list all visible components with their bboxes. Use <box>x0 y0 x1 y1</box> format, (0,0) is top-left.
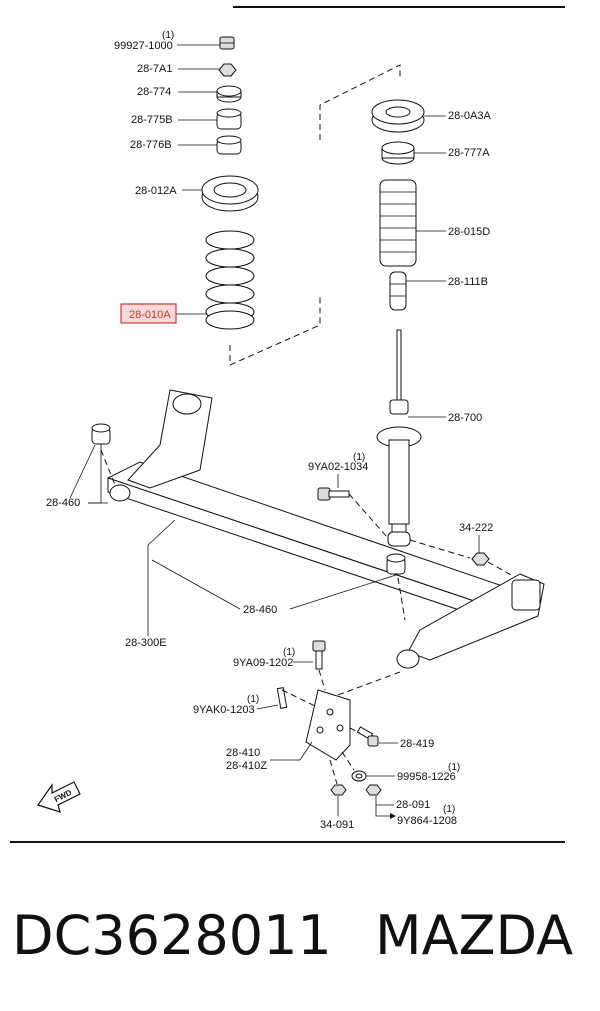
nut-34222-icon <box>471 552 490 566</box>
bolt-9ya02-icon <box>317 487 350 501</box>
bolt-9yak0-qty: (1) <box>247 694 259 705</box>
bushing-775b-icon <box>216 108 242 130</box>
nut-091-icon <box>365 784 382 796</box>
highlight-box <box>120 303 177 324</box>
nut-99927-label[interactable]: 99927-1000 <box>114 40 173 52</box>
seat-777a-icon <box>381 141 415 165</box>
bolt-9y864-label[interactable]: 9Y864-1208 <box>397 815 457 827</box>
bolt-9ya09-label[interactable]: 9YA09-1202 <box>233 657 293 669</box>
footer-brand: MAZDA <box>375 904 573 967</box>
dust-boot-icon <box>379 179 417 267</box>
nut-34091-icon <box>330 784 347 796</box>
nut-34091-label[interactable]: 34-091 <box>320 819 354 831</box>
boot-015d-label[interactable]: 28-015D <box>448 226 490 238</box>
bracket-410-label[interactable]: 28-410 <box>226 747 260 759</box>
bolt-9yak0-label[interactable]: 9YAK0-1203 <box>193 704 255 716</box>
washer-99958-qty: (1) <box>448 762 460 773</box>
bushing-775b-label[interactable]: 28-775B <box>131 114 173 126</box>
bumper-111b-label[interactable]: 28-111B <box>448 276 488 288</box>
bolt-9y864-qty: (1) <box>443 804 455 815</box>
nut-34222-label[interactable]: 34-222 <box>459 522 493 534</box>
bracket-410-icon <box>305 689 351 761</box>
mount-0a3a-label[interactable]: 28-0A3A <box>448 110 491 122</box>
spring-guide-dash <box>229 295 321 366</box>
washer-774-label[interactable]: 28-774 <box>137 86 171 98</box>
nut-7a1-icon <box>218 63 237 77</box>
fwd-arrow-icon <box>37 781 81 813</box>
bushing-460-left-icon <box>91 423 111 445</box>
bushing-460-right-icon <box>386 553 406 575</box>
bolt-9ya02-qty: (1) <box>353 452 365 463</box>
bolt-9ya09-qty: (1) <box>283 647 295 658</box>
bolt-9ya02-label[interactable]: 9YA02-1034 <box>308 461 368 473</box>
bolt-9yak0-icon <box>276 687 288 709</box>
crossmember-icon <box>106 389 545 669</box>
coil-spring-icon <box>205 230 255 330</box>
bolt-9ya09-icon <box>312 640 326 670</box>
nut-99927-qty: (1) <box>162 30 174 41</box>
bump-stop-icon <box>389 271 407 311</box>
top-guide-dash <box>319 64 401 140</box>
bolt-419-label[interactable]: 28-419 <box>400 738 434 750</box>
seat-777a-label[interactable]: 28-777A <box>448 147 490 159</box>
nut-99927-icon <box>219 36 235 50</box>
shock-700-label[interactable]: 28-700 <box>448 412 482 424</box>
bushing-776b-icon <box>216 135 242 155</box>
bushing-776b-label[interactable]: 28-776B <box>130 139 172 151</box>
crossmember-label[interactable]: 28-300E <box>125 637 167 649</box>
spring-seat-012a-icon <box>201 175 259 212</box>
bracket-410z-label[interactable]: 28-410Z <box>226 760 267 772</box>
washer-99958-label[interactable]: 99958-1226 <box>397 771 456 783</box>
bushing-460-left-label[interactable]: 28-460 <box>46 497 80 509</box>
spring-seat-012a-label[interactable]: 28-012A <box>135 185 177 197</box>
upper-mount-0a3a-icon <box>371 99 425 133</box>
nut-091-label[interactable]: 28-091 <box>396 799 430 811</box>
nut-7a1-label[interactable]: 28-7A1 <box>137 63 172 75</box>
footer-part-number: DC3628011 <box>12 904 332 967</box>
washer-99958-icon <box>351 770 367 782</box>
bushing-460-center-label[interactable]: 28-460 <box>243 604 277 616</box>
coil-spring-label[interactable]: 28-010A <box>129 309 171 321</box>
washer-774-icon <box>216 85 242 103</box>
bolt-419-icon <box>356 726 379 747</box>
shock-absorber-icon <box>376 329 422 547</box>
